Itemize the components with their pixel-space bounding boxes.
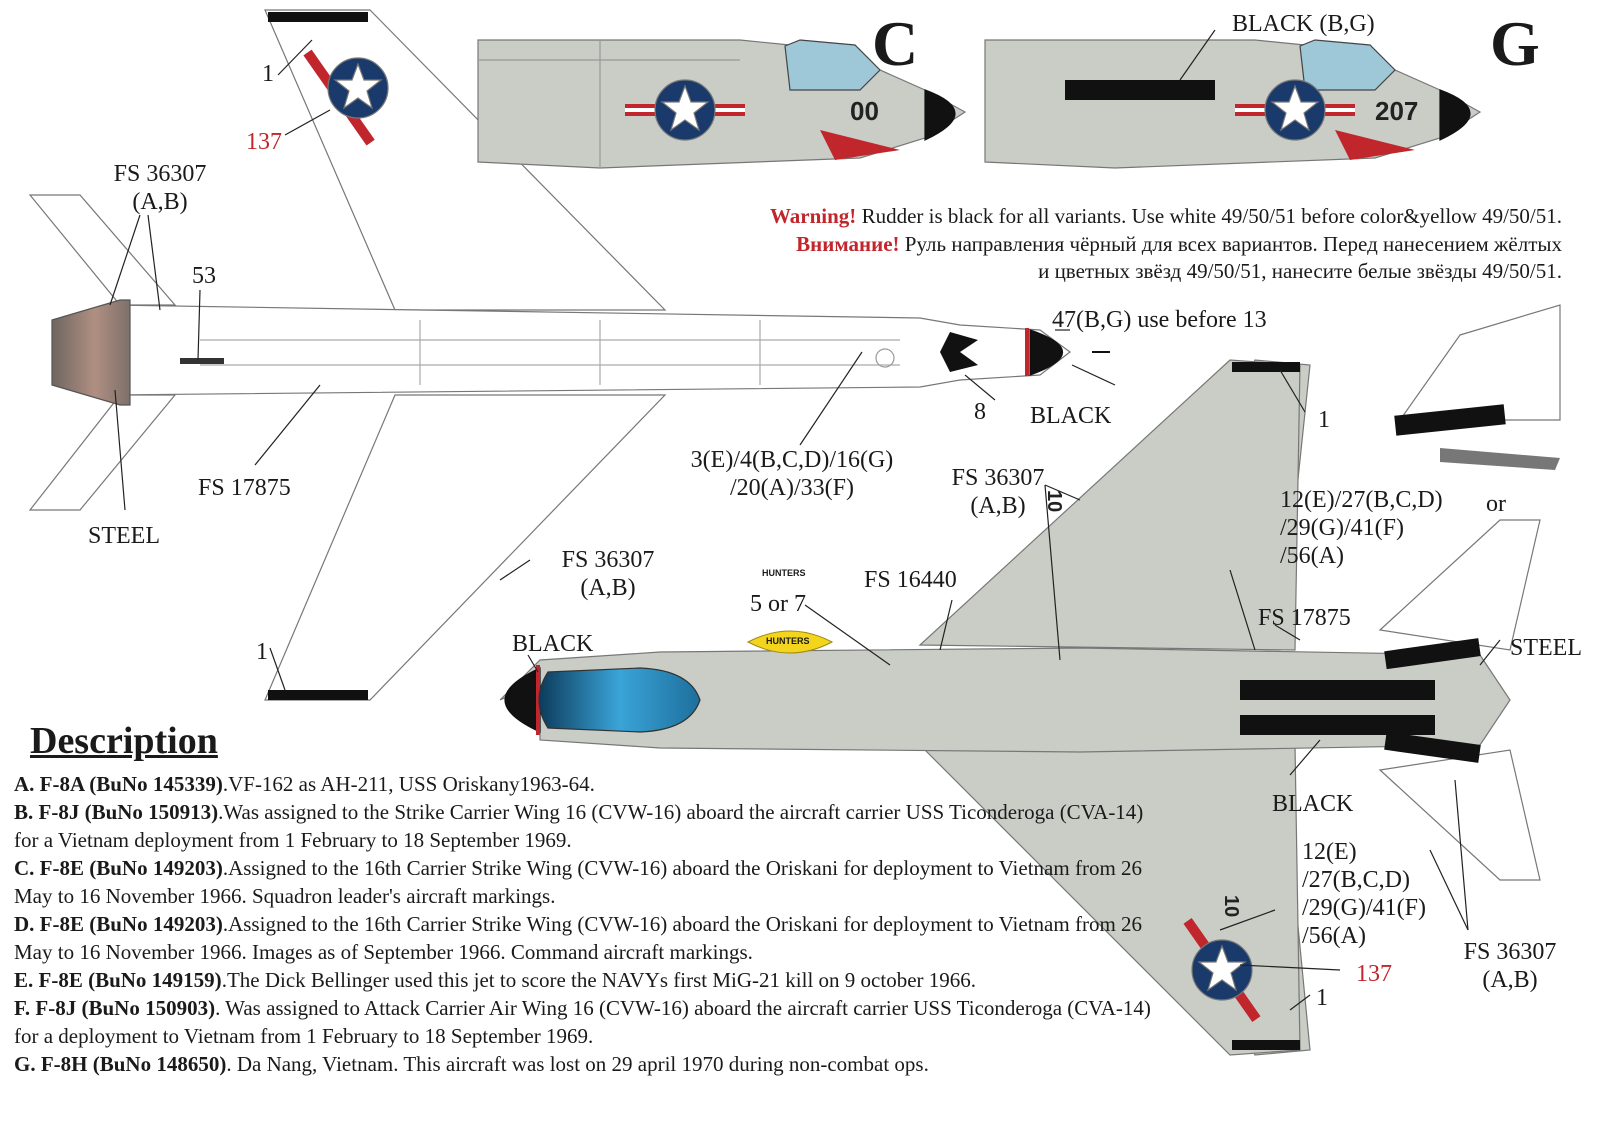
label-steel-right: STEEL — [1510, 635, 1582, 661]
label-code-nose-line2: /20(A)/33(F) — [730, 475, 854, 501]
description-item: B. F-8J (BuNo 150913).Was assigned to th… — [14, 798, 1154, 854]
upper-view-aircraft — [28, 9, 1110, 701]
warning-ru-line2: и цветных звёзд 49/50/51, нанесите белые… — [1038, 259, 1562, 283]
label-1-bottom-right: 1 — [1316, 985, 1328, 1011]
label-fs16440: FS 16440 — [864, 567, 957, 593]
label-code-nose: 3(E)/4(B,C,D)/16(G)/20(A)/33(F) — [672, 446, 912, 502]
description-item-head: D. F-8E (BuNo 149203) — [14, 912, 223, 936]
label-137-bottom: 137 — [1356, 961, 1392, 987]
label-black-nose-left: BLACK — [512, 631, 594, 657]
label-fs36307-left-line1: FS 36307 — [113, 161, 207, 187]
label-code-right-line1: 12(E)/27(B,C,D) — [1280, 487, 1443, 513]
modex-c-text: 00 — [850, 96, 879, 126]
label-fs36307-mid-line1: FS 36307 — [561, 547, 655, 573]
leader-lines — [109, 29, 1501, 1011]
label-8: 8 — [974, 399, 986, 425]
modex-wing-top: 10 — [1043, 490, 1065, 512]
hunters-small-text: HUNTERS — [762, 568, 806, 578]
warning-en-text: Rudder is black for all variants. Use wh… — [856, 204, 1562, 228]
label-code-bottom-line3: /29(G)/41(F) — [1302, 895, 1426, 921]
description-item-text: .The Dick Bellinger used this jet to sco… — [221, 968, 977, 992]
label-code-bottom-line1: 12(E) — [1302, 839, 1357, 865]
label-fs36307-left-line2: (A,B) — [132, 189, 188, 215]
label-code-bottom-line4: /56(A) — [1302, 923, 1366, 949]
warning-ru-text-1: Руль направления чёрный для всех вариант… — [899, 232, 1562, 256]
description-item: C. F-8E (BuNo 149203).Assigned to the 16… — [14, 854, 1154, 910]
label-53: 53 — [192, 263, 216, 289]
label-5-or-7: 5 or 7 — [750, 591, 806, 617]
description-item-head: C. F-8E (BuNo 149203) — [14, 856, 223, 880]
label-fs36307-bottom-right: FS 36307(A,B) — [1450, 938, 1570, 994]
description-item-text: . Was assigned to Attack Carrier Air Win… — [14, 996, 1151, 1048]
label-fs36307-br-line1: FS 36307 — [1463, 939, 1557, 965]
description-title: Description — [30, 720, 218, 762]
hunters-badge — [746, 630, 834, 654]
description-item-head: F. F-8J (BuNo 150903) — [14, 996, 216, 1020]
label-fs36307-mid-line2: (A,B) — [580, 575, 636, 601]
variant-letter-c: C — [872, 8, 919, 79]
description-list: A. F-8A (BuNo 145339).VF-162 as AH-211, … — [14, 770, 1154, 1078]
modex-wing-bottom: 10 — [1220, 895, 1242, 917]
description-item: F. F-8J (BuNo 150903). Was assigned to A… — [14, 994, 1154, 1050]
description-item-head: E. F-8E (BuNo 149159) — [14, 968, 222, 992]
hunters-badge-text: HUNTERS — [766, 636, 810, 646]
description-item-head: G. F-8H (BuNo 148650) — [14, 1052, 227, 1076]
label-137-top: 137 — [246, 129, 282, 155]
label-code-right-line2: /29(G)/41(F) — [1280, 515, 1404, 541]
label-steel-left: STEEL — [88, 523, 160, 549]
label-1-top: 1 — [262, 61, 274, 87]
modex-g-text: 207 — [1375, 96, 1418, 126]
label-black-bg: BLACK (B,G) — [1232, 11, 1375, 37]
description-item-text: . Da Nang, Vietnam. This aircraft was lo… — [226, 1052, 929, 1076]
side-view-g — [984, 39, 1482, 169]
label-black-tail: BLACK — [1272, 791, 1354, 817]
label-fs17875-right: FS 17875 — [1258, 605, 1351, 631]
label-code-bottom: 12(E)/27(B,C,D)/29(G)/41(F)/56(A) — [1302, 838, 1426, 950]
label-code-nose-line1: 3(E)/4(B,C,D)/16(G) — [690, 447, 894, 473]
label-fs17875-left: FS 17875 — [198, 475, 291, 501]
description-item: G. F-8H (BuNo 148650). Da Nang, Vietnam.… — [14, 1050, 1154, 1078]
label-fs36307-mid: FS 36307(A,B) — [548, 546, 668, 602]
label-fs36307-left: FS 36307(A,B) — [100, 160, 220, 216]
label-black-nose-top: BLACK — [1030, 403, 1112, 429]
warning-ru-head: Внимание! — [796, 232, 900, 256]
description-item-text: .Assigned to the 16th Carrier Strike Win… — [14, 856, 1143, 908]
warning-en: Warning! Rudder is black for all variant… — [770, 203, 1562, 230]
variant-letter-g: G — [1490, 8, 1540, 79]
label-fs36307-right-line1: FS 36307 — [951, 465, 1045, 491]
description-item-text: .Assigned to the 16th Carrier Strike Win… — [14, 912, 1143, 964]
label-or: or — [1486, 491, 1506, 517]
label-1-right-top: 1 — [1318, 407, 1330, 433]
description-item-head: B. F-8J (BuNo 150913) — [14, 800, 219, 824]
side-view-c — [477, 39, 967, 169]
label-fs36307-right: FS 36307(A,B) — [938, 464, 1058, 520]
label-code-bottom-line2: /27(B,C,D) — [1302, 867, 1410, 893]
lower-view-aircraft — [499, 304, 1561, 1056]
description-item: A. F-8A (BuNo 145339).VF-162 as AH-211, … — [14, 770, 1154, 798]
description-item-text: .VF-162 as AH-211, USS Oriskany1963-64. — [222, 772, 595, 796]
label-code-right-line3: /56(A) — [1280, 543, 1344, 569]
warning-en-head: Warning! — [769, 204, 857, 228]
description-item: D. F-8E (BuNo 149203).Assigned to the 16… — [14, 910, 1154, 966]
label-47: 47(B,G) use before 13 — [1052, 307, 1267, 333]
description-item-text: .Was assigned to the Strike Carrier Wing… — [14, 800, 1144, 852]
warning-ru: Внимание! Руль направления чёрный для вс… — [796, 231, 1562, 258]
label-fs36307-right-line2: (A,B) — [970, 493, 1026, 519]
label-fs36307-br-line2: (A,B) — [1482, 967, 1538, 993]
description-item: E. F-8E (BuNo 149159).The Dick Bellinger… — [14, 966, 1154, 994]
description-item-head: A. F-8A (BuNo 145339) — [14, 772, 223, 796]
label-1-bottom-left: 1 — [256, 639, 268, 665]
label-code-right: 12(E)/27(B,C,D)/29(G)/41(F)/56(A) — [1280, 486, 1443, 570]
